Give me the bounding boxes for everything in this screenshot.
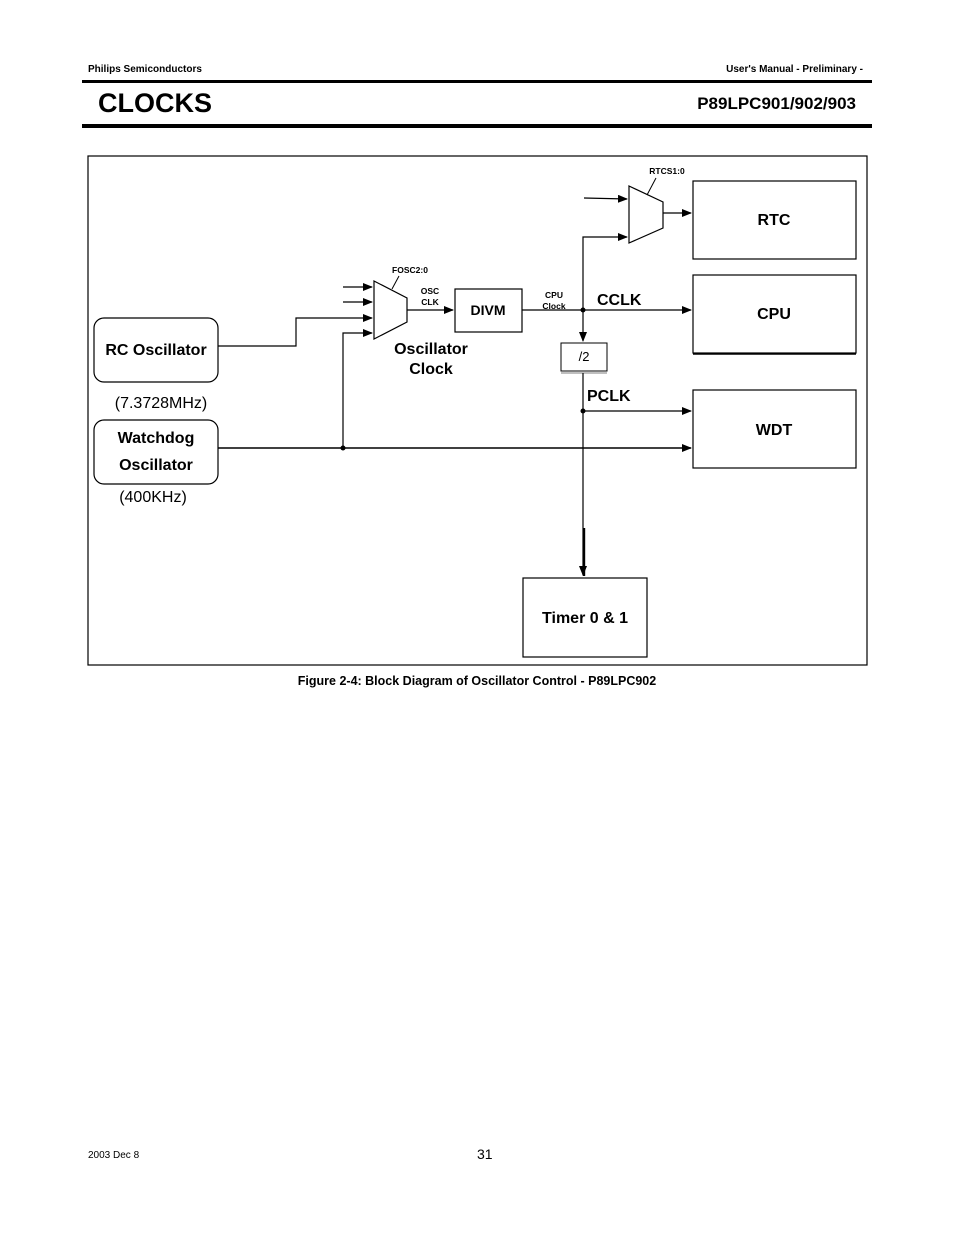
divm-label: DIVM — [471, 302, 506, 318]
cclk-label: CCLK — [597, 292, 642, 309]
watchdog-frequency: (400KHz) — [119, 489, 187, 506]
watchdog-to-mux-wire — [342, 329, 373, 448]
cpu-clock-line1: CPU — [545, 290, 563, 300]
div2-label: /2 — [579, 349, 590, 364]
oscillator-clock-line2: Clock — [409, 361, 453, 378]
div2-box — [560, 342, 608, 372]
pclk-junction — [580, 408, 586, 414]
header-rule-bottom — [82, 124, 872, 128]
cpu-box — [692, 274, 857, 354]
rc-oscillator-label: RC Oscillator — [105, 342, 206, 359]
rc-frequency: (7.3728MHz) — [115, 395, 207, 412]
fosc-label: FOSC2:0 — [392, 265, 428, 275]
cpu-label: CPU — [757, 306, 791, 323]
figure-caption: Figure 2-4: Block Diagram of Oscillator … — [297, 674, 657, 688]
osc-clk-line1: OSC — [421, 286, 439, 296]
rtc-mux-input — [583, 194, 628, 203]
watchdog-label-line1: Watchdog — [118, 430, 195, 447]
page-number: 31 — [477, 1146, 493, 1162]
company-name: Philips Semiconductors — [88, 64, 202, 75]
timer-label: Timer 0 & 1 — [542, 610, 628, 627]
watchdog-oscillator-box — [93, 419, 219, 485]
header-rule-top — [82, 80, 872, 83]
rtc-label: RTC — [758, 212, 791, 229]
rtc-box — [692, 180, 857, 260]
oscillator-clock-line1: Oscillator — [394, 341, 468, 358]
rc-to-mux-wire — [218, 314, 373, 347]
oscillator-mux — [373, 280, 408, 340]
cpu-clock-line2: Clock — [542, 301, 565, 311]
footer-date: 2003 Dec 8 — [88, 1150, 140, 1161]
fosc-select-line — [391, 275, 400, 290]
manual-title: User's Manual - Preliminary - — [726, 64, 863, 75]
oscillator-block-diagram: RC Oscillator (7.3728MHz) Watchdog Oscil… — [87, 155, 868, 666]
watchdog-label-line2: Oscillator — [119, 457, 193, 474]
wdt-label: WDT — [756, 422, 793, 439]
timer-box — [522, 577, 648, 658]
wdt-box — [692, 389, 857, 469]
cclk-to-rtc-mux-wire — [582, 233, 628, 310]
diagram-frame — [87, 155, 868, 666]
section-title: CLOCKS — [98, 88, 212, 118]
rtcs-select-line — [646, 177, 657, 196]
pclk-label: PCLK — [587, 388, 631, 405]
rtc-mux — [628, 185, 664, 244]
rtcs-label: RTCS1:0 — [649, 166, 685, 176]
osc-clk-line2: CLK — [421, 297, 439, 307]
rc-oscillator-box — [93, 317, 219, 383]
part-number: P89LPC901/902/903 — [697, 94, 856, 113]
